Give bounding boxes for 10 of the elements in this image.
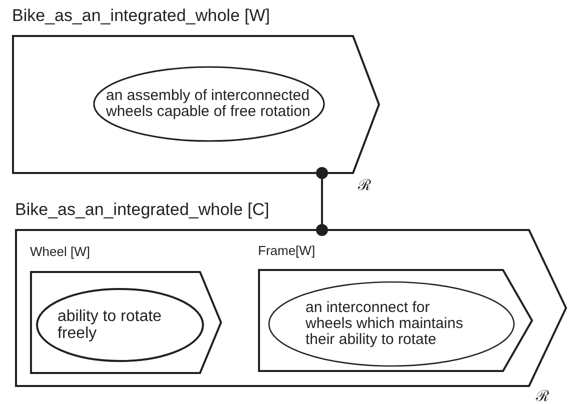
heading-label: Bike_as_an_integrated_whole [W] — [12, 6, 270, 26]
ellipse-label: an interconnect for wheels which maintains their ability to rotate — [306, 300, 464, 348]
relation-symbol: ℛ — [536, 386, 549, 404]
ellipse-label: an assembly of interconnected wheels capable of free rotation — [106, 88, 312, 120]
heading-label: Wheel [W] — [30, 244, 90, 259]
connector-line — [316, 167, 328, 236]
ellipse-label: ability to rotate freely — [58, 308, 163, 342]
heading-label: Frame[W] — [258, 243, 316, 258]
relation-symbol: ℛ — [358, 175, 371, 194]
heading-label: Bike_as_an_integrated_whole [C] — [15, 200, 270, 220]
